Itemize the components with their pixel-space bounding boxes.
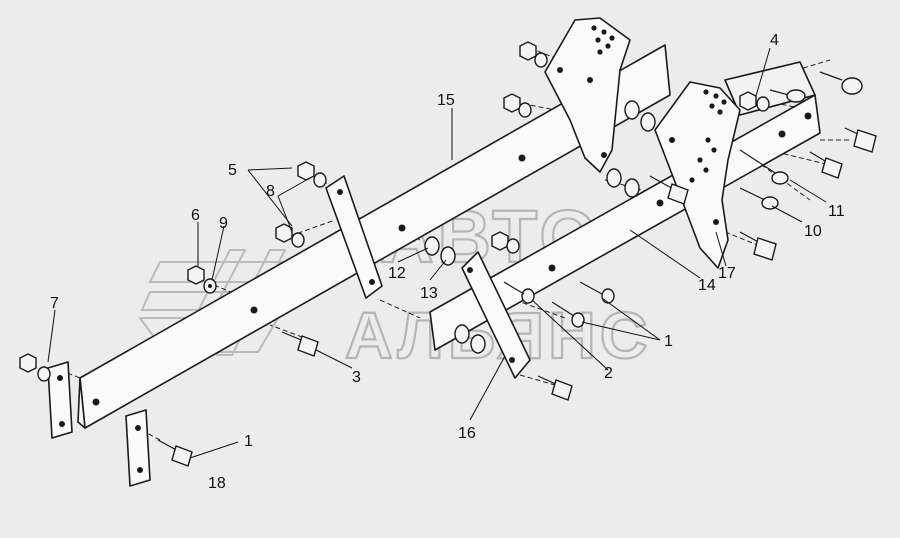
callout-17: 17 — [718, 265, 736, 282]
bracket-plate-part-17 — [654, 81, 741, 269]
bolt-part-3 — [281, 331, 319, 357]
callout-12: 12 — [388, 265, 406, 282]
small-plate-part-5 — [325, 175, 383, 299]
callout-8: 8 — [266, 183, 275, 200]
callout-9: 9 — [219, 215, 228, 232]
callout-5: 5 — [228, 162, 237, 179]
callout-1-right: 1 — [664, 333, 673, 350]
washer-part-9 — [203, 278, 217, 294]
washer-part-4 — [739, 91, 770, 112]
leader-lines — [47, 47, 827, 459]
callout-4: 4 — [770, 32, 779, 49]
bushings — [424, 100, 656, 354]
pin-part-11 — [739, 149, 789, 185]
callout-10: 10 — [804, 223, 822, 240]
long-beam-part-15 — [77, 44, 671, 429]
nuts-washers — [19, 41, 770, 382]
bolts — [157, 127, 877, 467]
bushing-part-13 — [454, 324, 486, 354]
callout-11: 11 — [828, 203, 845, 220]
callout-15: 15 — [437, 92, 455, 109]
bushing-part-12 — [424, 236, 456, 266]
callout-labels: 15 4 5 8 6 9 7 12 13 3 16 1 18 14 17 1 2… — [50, 32, 845, 492]
small-plate-part-18 — [125, 409, 151, 487]
callout-13: 13 — [420, 285, 438, 302]
bracket-plate-upper — [544, 17, 631, 173]
callout-2: 2 — [604, 365, 613, 382]
callout-3: 3 — [352, 369, 361, 386]
bolt-part-1-lower — [157, 439, 193, 467]
ring-pin — [769, 71, 863, 103]
callout-14: 14 — [698, 277, 716, 294]
plate-part-16 — [461, 251, 531, 379]
nut-part-6 — [187, 265, 205, 285]
pin-part-10 — [739, 187, 779, 210]
callout-6: 6 — [191, 207, 200, 224]
callout-16: 16 — [458, 425, 476, 442]
callout-1-lower: 1 — [244, 433, 253, 450]
callout-7: 7 — [50, 295, 59, 312]
pins — [739, 71, 863, 210]
small-plate-part-7 — [47, 361, 73, 439]
callout-18: 18 — [208, 475, 226, 492]
